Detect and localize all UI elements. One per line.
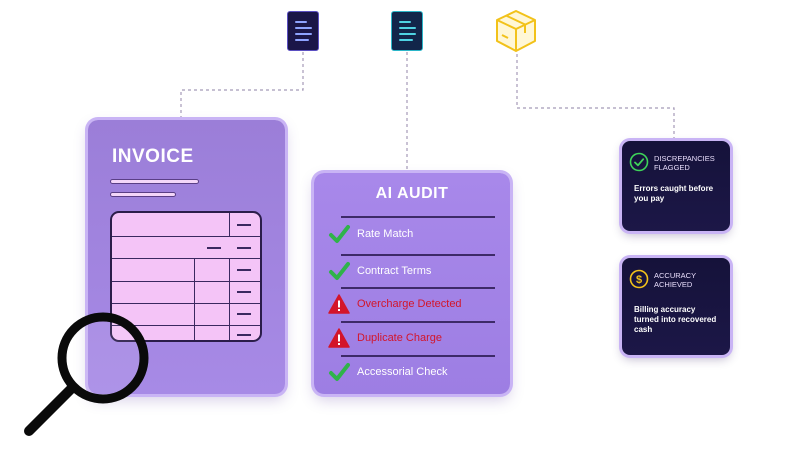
invoice-line xyxy=(110,192,176,197)
audit-item-label: Rate Match xyxy=(357,228,414,240)
card-description: Billing accuracy xyxy=(634,305,696,314)
package-box-icon xyxy=(496,10,536,52)
card-description: cash xyxy=(634,325,653,334)
audit-item-accessorial-check: Accessorial Check xyxy=(328,360,447,384)
audit-item-rate-match: Rate Match xyxy=(328,222,413,246)
card-title: DISCREPANCIES xyxy=(654,154,715,163)
invoice-line xyxy=(110,179,199,184)
checkmark-icon xyxy=(329,262,350,280)
audit-item-label: Overcharge Detected xyxy=(357,298,462,310)
divider xyxy=(341,216,495,218)
card-title: ACHIEVED xyxy=(654,280,693,289)
warning-triangle-icon xyxy=(328,294,350,314)
ai-audit-title: AI AUDIT xyxy=(375,185,449,202)
audit-item-label: Contract Terms xyxy=(357,265,432,277)
document-icon xyxy=(287,11,319,51)
dollar-circle-icon: $ xyxy=(629,269,649,289)
accuracy-achieved-card: $ ACCURACY ACHIEVED Billing accuracy tur… xyxy=(622,258,730,355)
discrepancies-flagged-card: DISCREPANCIES FLAGGED Errors caught befo… xyxy=(622,141,730,231)
audit-item-overcharge-detected: Overcharge Detected xyxy=(328,292,462,316)
svg-text:$: $ xyxy=(636,274,642,286)
audit-item-contract-terms: Contract Terms xyxy=(328,259,431,283)
checkmark-icon xyxy=(329,363,350,381)
checkmark-icon xyxy=(329,225,350,243)
card-description: you pay xyxy=(634,194,665,203)
divider xyxy=(341,321,495,323)
card-description: Errors caught before xyxy=(634,184,714,193)
divider xyxy=(341,355,495,357)
divider xyxy=(341,287,495,289)
audit-item-label: Accessorial Check xyxy=(357,366,448,378)
invoice-title: INVOICE xyxy=(112,146,194,167)
audit-item-label: Duplicate Charge xyxy=(357,332,442,344)
divider xyxy=(341,254,495,256)
invoice-table xyxy=(110,211,262,342)
card-title: ACCURACY xyxy=(654,271,697,280)
ai-audit-card xyxy=(314,173,510,394)
magnifier-icon xyxy=(24,312,149,436)
document-icon xyxy=(391,11,423,51)
card-description: turned into recovered xyxy=(634,315,717,324)
check-circle-icon xyxy=(629,152,649,172)
card-title: FLAGGED xyxy=(654,163,690,172)
audit-item-duplicate-charge: Duplicate Charge xyxy=(328,326,442,350)
warning-triangle-icon xyxy=(328,328,350,348)
